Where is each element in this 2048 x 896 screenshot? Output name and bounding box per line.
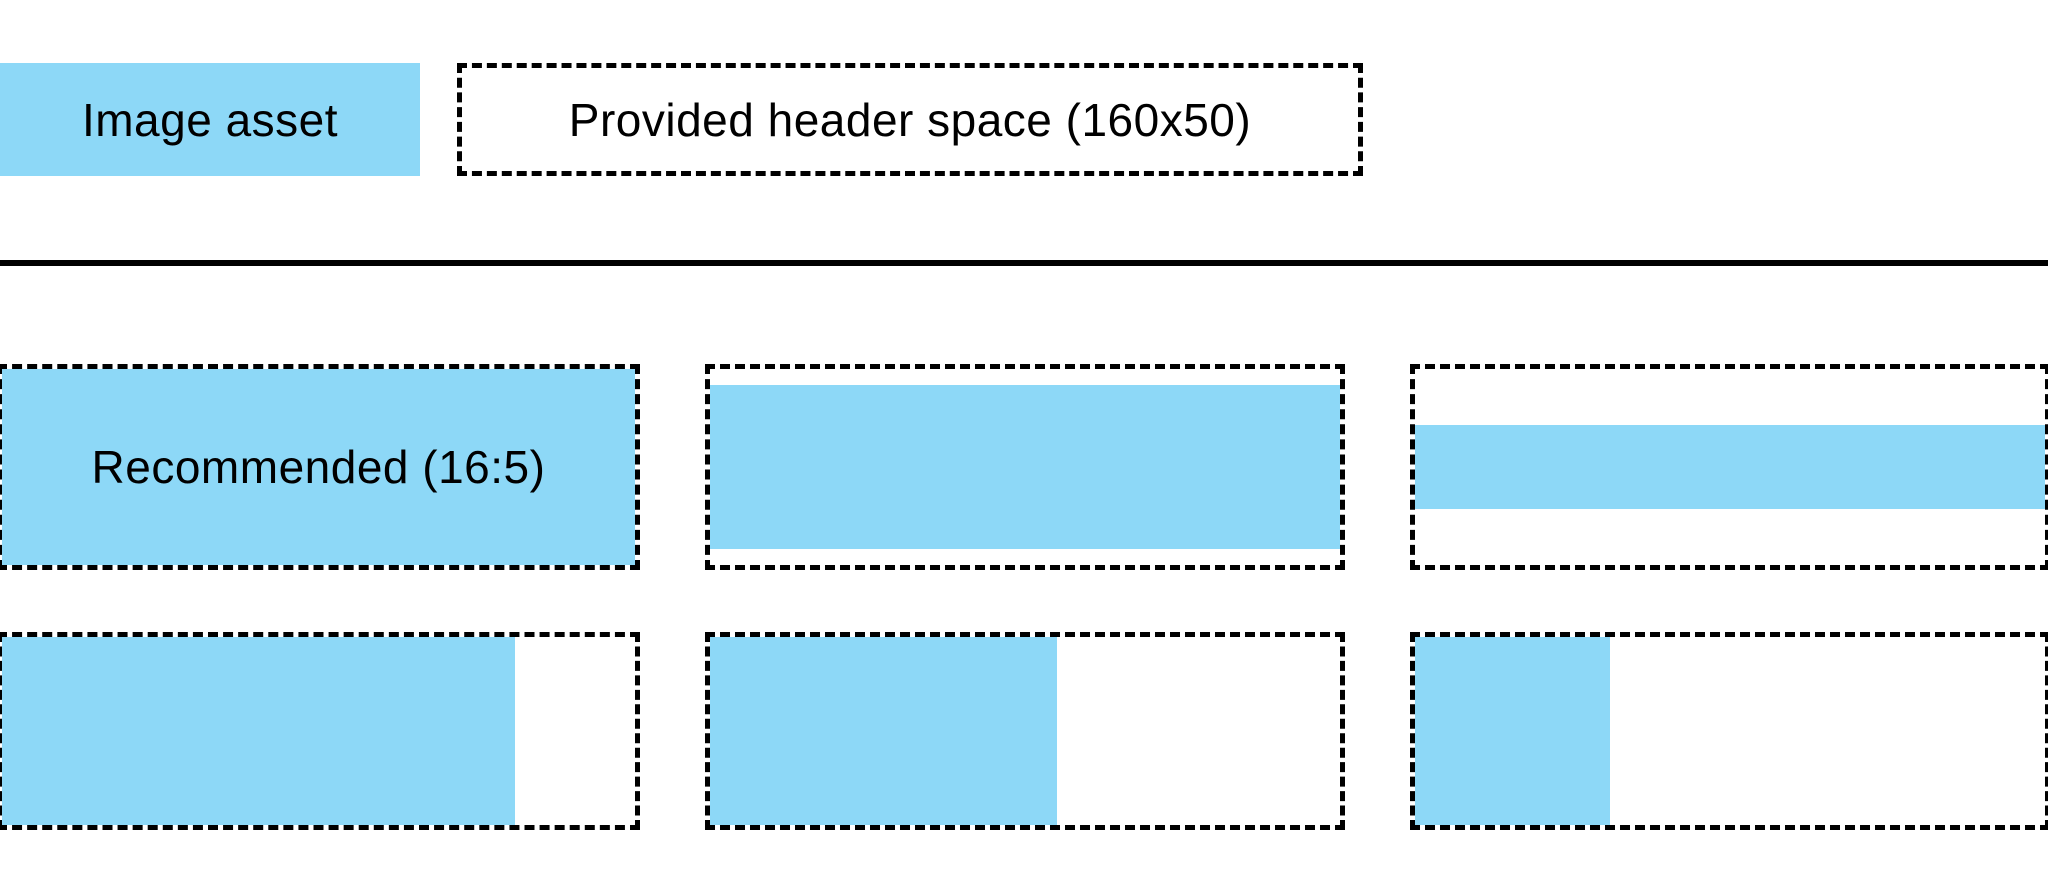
image-fill bbox=[1415, 637, 1611, 825]
example-box-taller-asset bbox=[705, 632, 1345, 830]
image-fill: Recommended (16:5) bbox=[2, 369, 635, 565]
image-fill bbox=[2, 637, 515, 825]
example-box-square-asset bbox=[1410, 632, 2048, 830]
example-box-wide-asset bbox=[705, 364, 1345, 570]
image-asset-swatch: Image asset bbox=[0, 63, 420, 176]
separator-line bbox=[0, 260, 2048, 266]
provided-header-space-box: Provided header space (160x50) bbox=[457, 63, 1363, 176]
example-box-extra-wide-asset bbox=[1410, 364, 2048, 570]
example-box-recommended: Recommended (16:5) bbox=[0, 364, 640, 570]
provided-header-space-label: Provided header space (160x50) bbox=[568, 93, 1252, 146]
image-fill bbox=[710, 384, 1340, 550]
image-asset-label: Image asset bbox=[81, 93, 339, 146]
image-fill bbox=[710, 637, 1057, 825]
cell-label: Recommended (16:5) bbox=[91, 441, 546, 493]
example-box-tall-asset bbox=[0, 632, 640, 830]
image-fill bbox=[1415, 424, 2045, 510]
